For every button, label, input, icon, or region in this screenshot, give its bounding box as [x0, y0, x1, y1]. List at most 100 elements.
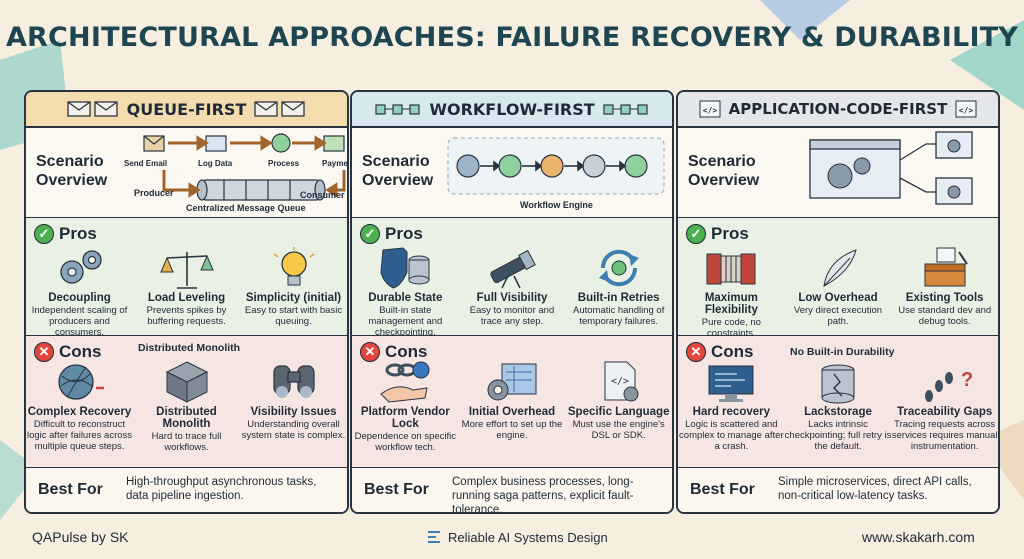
cons-note: Distributed Monolith: [138, 342, 241, 354]
step-label: Send Email: [124, 159, 168, 168]
column-title: QUEUE-FIRST: [126, 99, 247, 119]
step-label: Log Data: [198, 159, 233, 168]
pro-item: Built-in Retries Automatic handling of t…: [565, 246, 672, 338]
cons-section: ✕Cons Platform Vendor Lock Dependence on…: [352, 336, 672, 468]
con-item: Complex Recovery Difficult to reconstruc…: [26, 358, 133, 453]
x-icon: ✕: [686, 342, 706, 362]
pro-item: Low Overhead Very direct execution path.: [785, 246, 892, 339]
svg-text:</>: </>: [959, 106, 974, 115]
pro-item: Full Visibility Easy to monitor and trac…: [459, 246, 566, 338]
logo-icon: [428, 531, 440, 543]
accordion-icon: [706, 253, 756, 285]
svg-text:</>: </>: [611, 376, 629, 387]
footer-right: www.skakarh.com: [862, 529, 975, 545]
code-window-icon: </>: [699, 100, 721, 118]
best-for-label: Best For: [690, 481, 755, 498]
x-icon: ✕: [34, 342, 54, 362]
envelope-icon: [66, 101, 118, 117]
svg-text:</>: </>: [702, 106, 717, 115]
scenario-section: Scenario Overview: [678, 128, 998, 218]
workflow-engine-label: Workflow Engine: [520, 200, 593, 210]
step-label: Payment: [322, 159, 348, 168]
pros-label: ✓Pros: [360, 224, 423, 244]
yarn-ball-icon: [57, 364, 104, 400]
pro-item: Existing Tools Use standard dev and debu…: [891, 246, 998, 339]
cube-icon: [165, 361, 208, 403]
x-icon: ✕: [360, 342, 380, 362]
column-heading: WORKFLOW-FIRST: [352, 92, 672, 128]
scale-icon: [159, 252, 214, 289]
check-icon: ✓: [686, 224, 706, 244]
best-for-section: Best For Complex business processes, lon…: [352, 468, 672, 514]
con-item: Lackstorage Lacks intrinsic checkpointin…: [785, 362, 891, 452]
column-title: WORKFLOW-FIRST: [429, 99, 595, 119]
con-item: </> Specific Language Must use the engin…: [565, 358, 672, 453]
feather-icon: [823, 249, 857, 287]
shield-database-icon: [380, 247, 430, 289]
column-queue-first: QUEUE-FIRST Scenario Overview: [24, 90, 349, 514]
step-label: Process: [268, 159, 300, 168]
workflow-engine-diagram: [447, 137, 665, 195]
toolbox-icon: [924, 247, 968, 287]
column-application-code-first: </> APPLICATION-CODE-FIRST </> Scenario …: [676, 90, 1000, 514]
pros-label: ✓Pros: [686, 224, 749, 244]
cracked-cylinder-icon: [821, 364, 855, 404]
footprints-icon: ?: [924, 369, 973, 402]
best-for-text: Complex business processes, long-running…: [452, 476, 634, 514]
blueprint-icon: [487, 363, 537, 401]
column-title: APPLICATION-CODE-FIRST: [728, 100, 948, 118]
lightbulb-icon: [273, 247, 314, 286]
scenario-label: Scenario Overview: [36, 153, 108, 189]
code-window-icon: </>: [955, 100, 977, 118]
svg-text:?: ?: [961, 369, 973, 391]
best-for-section: Best For Simple microservices, direct AP…: [678, 468, 998, 512]
best-for-label: Best For: [364, 481, 429, 498]
pro-item: Simplicity (initial) Easy to start with …: [240, 246, 347, 338]
con-item: Visibility Issues Understanding overall …: [240, 358, 347, 453]
monitor-icon: [708, 365, 754, 402]
pro-item: Maximum Flexibility Pure code, no constr…: [678, 246, 785, 339]
column-heading: </> APPLICATION-CODE-FIRST </>: [678, 92, 998, 128]
best-for-text: High-throughput asynchronous tasks, data…: [126, 476, 317, 502]
workflow-nodes-icon: [375, 104, 420, 115]
cons-label: ✕Cons: [34, 342, 102, 362]
check-icon: ✓: [360, 224, 380, 244]
pro-item: Durable State Built-in state management …: [352, 246, 459, 338]
footer-left: QAPulse by SK: [32, 529, 129, 545]
pros-section: ✓Pros Maximum Flexibility Pure code, no …: [678, 218, 998, 339]
pros-section: ✓Pros Decoupling Independent scaling of …: [26, 218, 347, 338]
pros-label: ✓Pros: [34, 224, 97, 244]
best-for-text: Simple microservices, direct API calls, …: [778, 476, 972, 502]
producer-label: Producer: [134, 188, 174, 198]
con-item: Platform Vendor Lock Dependence on speci…: [352, 358, 459, 453]
check-icon: ✓: [34, 224, 54, 244]
scenario-section: Scenario Overview: [26, 128, 347, 218]
application-services-diagram: [809, 131, 973, 205]
cons-note: No Built-in Durability: [790, 346, 895, 358]
best-for-section: Best For High-throughput asynchronous ta…: [26, 468, 347, 512]
workflow-nodes-icon: [603, 104, 648, 115]
telescope-icon: [490, 249, 536, 289]
con-item: Hard recovery Logic is scattered and com…: [678, 362, 785, 452]
retry-icon: [598, 249, 639, 287]
page-title: ARCHITECTURAL APPROACHES: FAILURE RECOVE…: [5, 22, 1019, 53]
con-item: ? Traceability Gaps Tracing requests acr…: [891, 362, 998, 452]
column-heading: QUEUE-FIRST: [26, 92, 347, 128]
column-workflow-first: WORKFLOW-FIRST Scenario Overview Workflo…: [350, 90, 674, 514]
best-for-label: Best For: [38, 481, 103, 498]
scenario-label: Scenario Overview: [688, 153, 760, 189]
binoculars-icon: [272, 365, 315, 398]
pro-item: Decoupling Independent scaling of produc…: [26, 246, 133, 338]
scenario-label: Scenario Overview: [362, 153, 434, 189]
code-file-icon: </>: [604, 361, 639, 402]
envelope-icon: [254, 101, 306, 117]
cons-label: ✕Cons: [686, 342, 754, 362]
pros-section: ✓Pros Durable State Built-in state manag…: [352, 218, 672, 338]
consumer-label: Consumer: [300, 190, 345, 200]
chain-lock-icon: [380, 361, 430, 403]
cons-section: ✕Cons Distributed Monolith Complex Recov…: [26, 336, 347, 468]
cons-section: ✕Cons No Built-in Durability Hard recove…: [678, 336, 998, 468]
cons-label: ✕Cons: [360, 342, 428, 362]
gears-icon: [59, 250, 102, 284]
pro-item: Load Leveling Prevents spikes by bufferi…: [133, 246, 240, 338]
